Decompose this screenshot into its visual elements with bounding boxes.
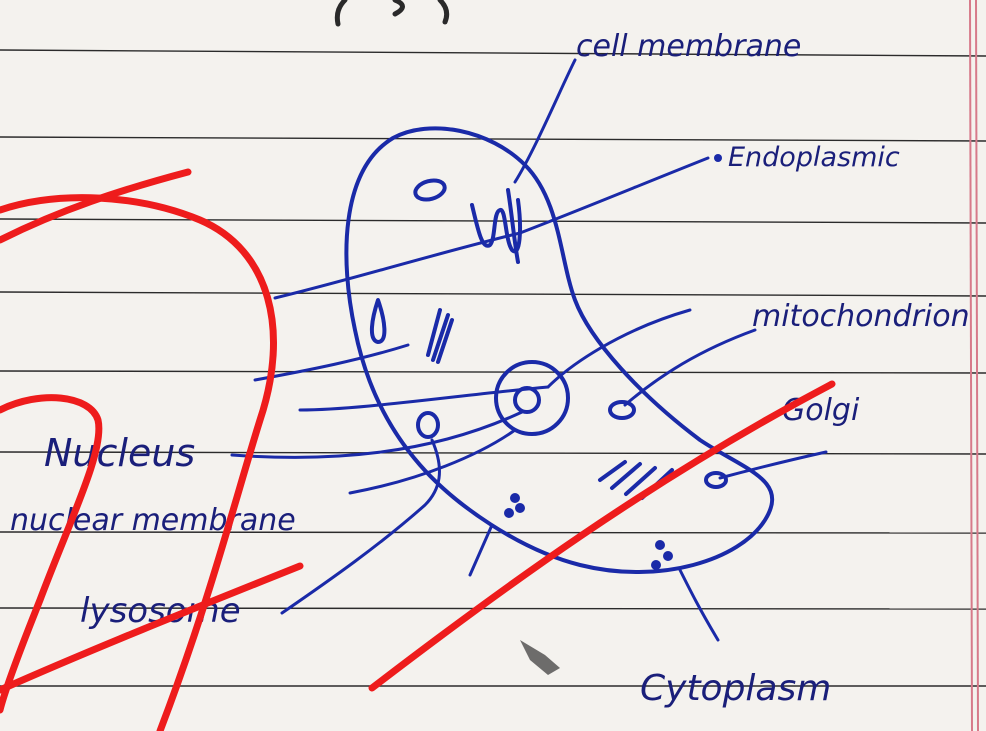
- cytoplasm-dot: [665, 553, 671, 559]
- cytoplasm-dot: [653, 562, 659, 568]
- cytoplasm-dot: [512, 495, 518, 501]
- label-cytoplasm: Cytoplasm: [640, 668, 831, 709]
- cytoplasm-dot: [506, 510, 512, 516]
- label-nuclear-membrane: nuclear membrane: [10, 503, 296, 538]
- cytoplasm-dot: [517, 505, 523, 511]
- label-mitochondrion: mitochondrion: [752, 299, 970, 334]
- label-cell-membrane: cell membrane: [576, 29, 801, 64]
- cytoplasm-dot: [657, 542, 663, 548]
- label-endoplasmic: Endoplasmic: [728, 142, 900, 173]
- label-nucleus: Nucleus: [44, 431, 195, 475]
- label-golgi: Golgi: [782, 393, 860, 428]
- endoplasmic-bullet-dot: [714, 154, 722, 162]
